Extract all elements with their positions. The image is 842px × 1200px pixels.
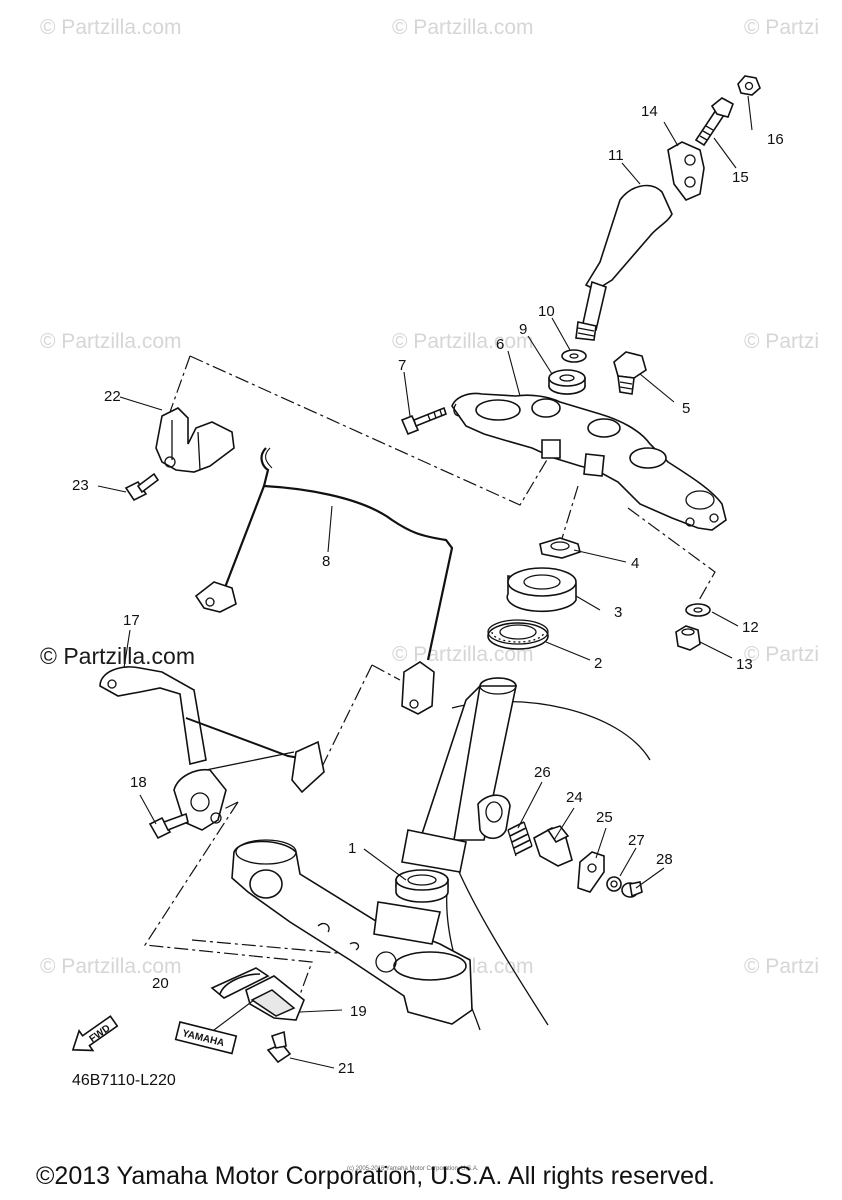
- callout-19: 19: [350, 1003, 367, 1020]
- callout-1: 1: [348, 840, 356, 857]
- callout-6: 6: [496, 336, 504, 353]
- part-15-bolt: [694, 97, 734, 147]
- part-13-nut: [675, 625, 701, 651]
- fwd-arrow-badge: FWD: [71, 1015, 119, 1052]
- callout-17: 17: [123, 612, 140, 629]
- callout-12: 12: [742, 619, 759, 636]
- callout-23: 23: [72, 477, 89, 494]
- callout-13: 13: [736, 656, 753, 673]
- callout-5: 5: [682, 400, 690, 417]
- callout-16: 16: [767, 131, 784, 148]
- fine-print: (c) 2005-2016 Yamaha Motor Corporation, …: [347, 1166, 479, 1172]
- part-11-stay: [575, 184, 673, 341]
- callout-20: 20: [152, 975, 169, 992]
- watermark-row3-right: © Partzi: [744, 643, 819, 666]
- part-16-nut: [737, 75, 761, 96]
- watermark-row3-center: © Partzilla.com: [392, 643, 534, 666]
- part-20-label-plate: [210, 967, 270, 999]
- part-2-bearing: [487, 619, 549, 650]
- part-27-washer: [606, 876, 622, 892]
- part-28-rivet: [621, 881, 643, 898]
- part-18-bolt: [148, 812, 189, 840]
- callout-15: 15: [732, 169, 749, 186]
- part-12-washer: [685, 603, 711, 617]
- part-8-wire-stay: [194, 447, 454, 715]
- callout-24: 24: [566, 789, 583, 806]
- callout-22: 22: [104, 388, 121, 405]
- watermark-top-left: © Partzilla.com: [40, 16, 182, 39]
- callout-3: 3: [614, 604, 622, 621]
- part-5-bolt: [613, 351, 647, 395]
- part-7-bolt: [400, 406, 447, 436]
- callout-8: 8: [322, 553, 330, 570]
- part-14-clamp: [667, 141, 705, 201]
- callout-21: 21: [338, 1060, 355, 1077]
- watermark-row4-left: © Partzilla.com: [40, 955, 182, 978]
- part-6-upper-bracket: [451, 392, 727, 531]
- callout-11: 11: [608, 147, 624, 164]
- callout-18: 18: [130, 774, 147, 791]
- part-10-washer: [561, 349, 587, 363]
- watermark-top-center: © Partzilla.com: [392, 16, 534, 39]
- watermark-mid-center: © Partzilla.com: [392, 330, 534, 353]
- callout-2: 2: [594, 655, 602, 672]
- leader-lines: [97, 95, 753, 1069]
- part-22-bracket: [155, 407, 235, 473]
- watermark-top-right: © Partzi: [744, 16, 819, 39]
- watermark-dark-left: © Partzilla.com: [40, 643, 195, 669]
- part-17-bracket: [99, 666, 325, 831]
- part-23-bolt: [124, 472, 160, 502]
- callout-10: 10: [538, 303, 555, 320]
- part-26-spring: [507, 821, 533, 857]
- watermark-row4-right: © Partzi: [744, 955, 819, 978]
- steering-stem: [231, 677, 517, 1025]
- watermark-mid-right: © Partzi: [744, 330, 819, 353]
- callout-26: 26: [534, 764, 551, 781]
- watermark-mid-left: © Partzilla.com: [40, 330, 182, 353]
- part-19-bracket: [245, 975, 305, 1021]
- diagram-code: 46B7110-L220: [72, 1072, 176, 1089]
- part-9-damper: [548, 369, 586, 395]
- callout-27: 27: [628, 832, 645, 849]
- copyright-notice: ©2013 Yamaha Motor Corporation, U.S.A. A…: [36, 1162, 715, 1190]
- callout-9: 9: [519, 321, 527, 338]
- part-25-plate: [577, 851, 605, 893]
- callout-14: 14: [641, 103, 658, 120]
- callout-labels: 1 2 3 4 5 6 7 8 9 10 11 12 13 14 15 16 1…: [72, 103, 784, 1077]
- part-4-ring-nut: [539, 537, 581, 559]
- part-24-lock: [533, 825, 573, 867]
- part-1-bearing: [395, 869, 449, 903]
- part-3-bearing-race: [506, 567, 577, 613]
- callout-4: 4: [631, 555, 639, 572]
- callout-7: 7: [398, 357, 406, 374]
- yamaha-badge: YAMAHA: [174, 1021, 238, 1055]
- callout-25: 25: [596, 809, 613, 826]
- callout-28: 28: [656, 851, 673, 868]
- part-21-bolt: [266, 1030, 292, 1064]
- assembly-lines: [143, 355, 716, 1001]
